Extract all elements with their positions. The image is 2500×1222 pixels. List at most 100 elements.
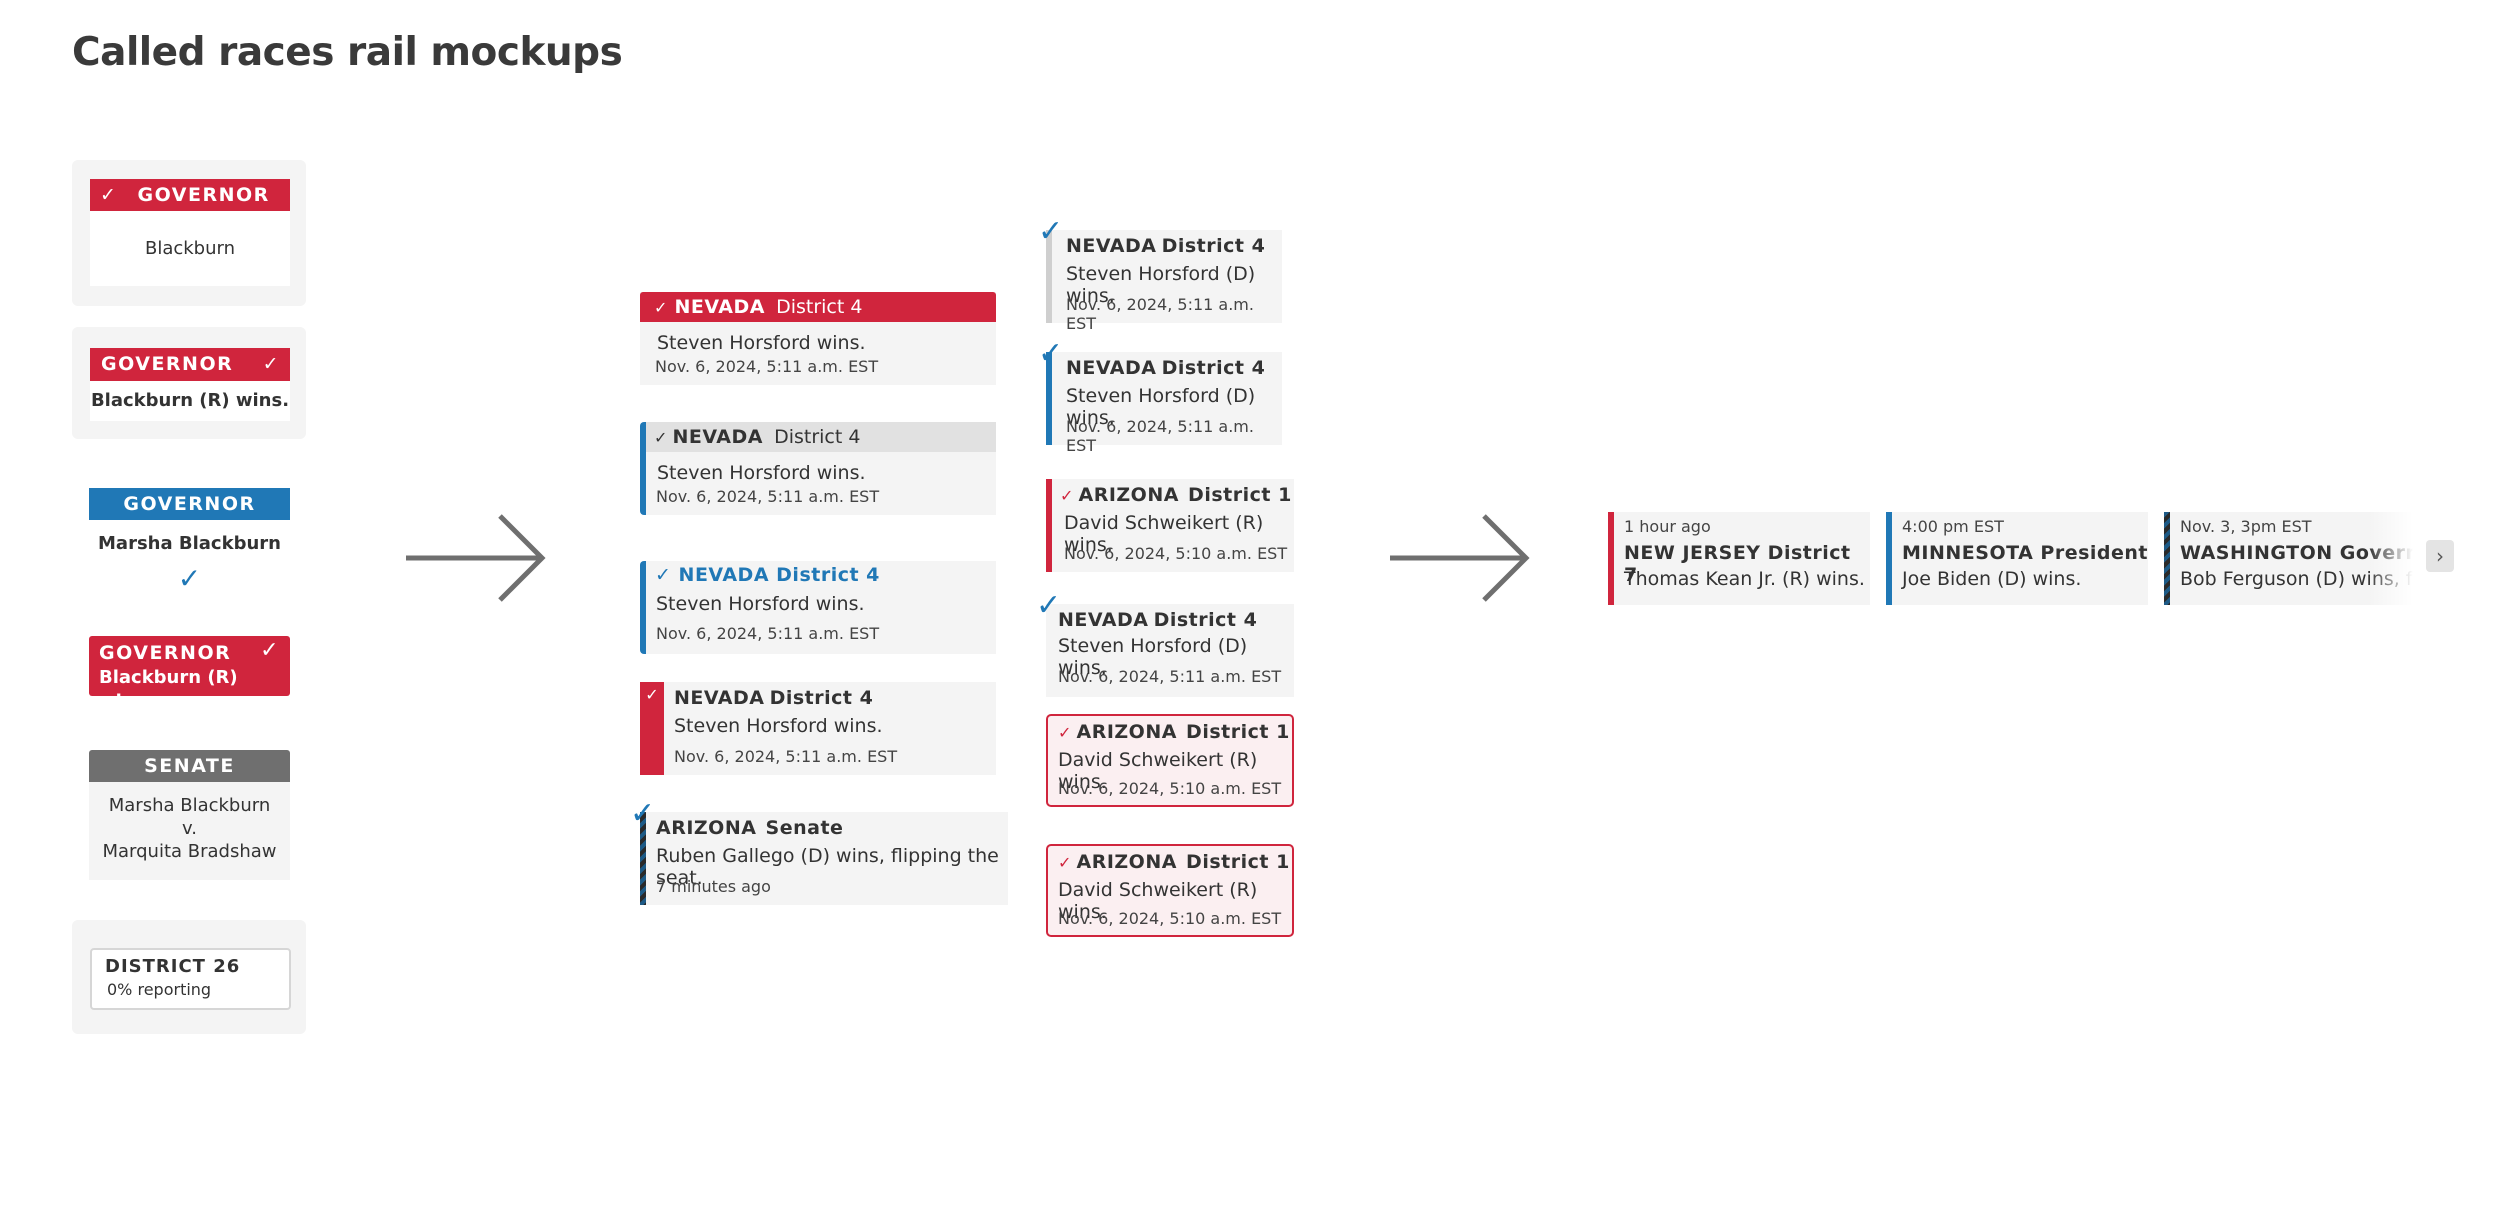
state-name: NEVADA <box>674 296 765 318</box>
candidate-1: Marsha Blackburn <box>108 795 271 816</box>
winner-text: Bob Ferguson (D) wins, flipping <box>2180 568 2413 590</box>
race-name: Senate <box>765 817 844 839</box>
checkmark-icon: ✓ <box>1058 723 1072 742</box>
race-title: NEW JERSEY District 7 <box>1624 542 1851 586</box>
checkmark-icon: ✓ <box>654 298 668 317</box>
winner-text: Steven Horsford (D) wins. <box>1066 263 1256 307</box>
state-name: NEVADA <box>672 426 763 448</box>
governor-card-1: ✓ GOVERNOR Blackburn <box>72 160 306 306</box>
state-name: ARIZONA <box>1078 484 1179 506</box>
state-name: NEVADA <box>1066 235 1157 257</box>
winner-text: Thomas Kean Jr. (R) wins. <box>1624 568 1865 590</box>
timestamp: 1 hour ago <box>1624 517 1711 536</box>
winner-text: Steven Horsford wins. <box>656 593 865 615</box>
reporting-text: 0% reporting <box>107 980 212 999</box>
race-card[interactable]: ✓ NEVADA District 4 Steven Horsford wins… <box>640 682 996 775</box>
race-name: District 4 <box>1161 235 1266 257</box>
checkmark-icon: ✓ <box>654 428 668 447</box>
winner-text: Joe Biden (D) wins. <box>1902 568 2082 590</box>
winner-text: Steven Horsford (D) wins. <box>1058 635 1248 679</box>
governor-card-2: GOVERNOR ✓ Blackburn (R) wins. <box>72 327 306 439</box>
winner-text: David Schweikert (R) wins. <box>1064 512 1264 556</box>
checkmark-icon: ✓ <box>1038 336 1064 371</box>
timestamp: Nov. 6, 2024, 5:11 a.m. EST <box>656 624 880 643</box>
state-name: NEVADA <box>674 687 765 709</box>
race-card[interactable]: ✓ ARIZONA District 1 David Schweikert (R… <box>1046 479 1294 572</box>
checkmark-icon: ✓ <box>1058 853 1072 872</box>
race-card[interactable]: ✓ ARIZONA District 1 David Schweikert (R… <box>1046 714 1294 807</box>
timestamp: 4:00 pm EST <box>1902 517 2004 536</box>
winner-text: Blackburn (R) wins. <box>99 667 238 712</box>
state-name: ARIZONA <box>656 817 757 839</box>
versus-text: v. <box>182 818 197 839</box>
race-name: District 4 <box>769 687 874 709</box>
party-stripe <box>2164 512 2170 605</box>
candidate-name: Blackburn <box>90 211 290 286</box>
checkmark-icon: ✓ <box>1060 486 1074 505</box>
race-card[interactable]: ✓ NEVADA District 4 Steven Horsford wins… <box>640 561 996 654</box>
timestamp: Nov. 6, 2024, 5:11 a.m. EST <box>1066 295 1254 333</box>
winner-text: Steven Horsford (D) wins. <box>1066 385 1256 429</box>
winner-text: David Schweikert (R) wins. <box>1058 879 1258 923</box>
checkmark-icon: ✓ <box>630 796 656 831</box>
race-card[interactable]: ✓ NEVADA District 4 Steven Horsford (D) … <box>1036 588 1294 697</box>
timestamp: Nov. 6, 2024, 5:11 a.m. EST <box>655 357 879 376</box>
party-stripe <box>640 812 646 905</box>
state-name: ARIZONA <box>1076 721 1177 743</box>
race-card[interactable]: ✓ ARIZONA Senate Ruben Gallego (D) wins,… <box>630 796 1008 905</box>
race-label: GOVERNOR <box>99 642 232 664</box>
race-card[interactable]: ✓ ARIZONA District 1 David Schweikert (R… <box>1046 844 1294 937</box>
timestamp: Nov. 6, 2024, 5:11 a.m. EST <box>656 487 880 506</box>
race-label: GOVERNOR <box>137 184 270 206</box>
district-card: DISTRICT 26 0% reporting <box>72 920 306 1034</box>
winner-text: Steven Horsford wins. <box>657 332 866 354</box>
timestamp: 7 minutes ago <box>656 877 771 896</box>
winner-text: Steven Horsford wins. <box>674 715 883 737</box>
arrow-right-icon <box>1388 512 1532 604</box>
rail-card[interactable]: 4:00 pm EST MINNESOTA President Joe Bide… <box>1886 512 2148 605</box>
timestamp: Nov. 6, 2024, 5:11 a.m. EST <box>674 747 898 766</box>
race-card[interactable]: ✓ NEVADA District 4 Steven Horsford (D) … <box>1038 336 1282 455</box>
timestamp: Nov. 6, 2024, 5:10 a.m. EST <box>1058 909 1282 928</box>
state-name: ARIZONA <box>1076 851 1177 873</box>
race-title: WASHINGTON Governor <box>2180 542 2413 564</box>
senate-matchup: Marsha Blackburn v. Marquita Bradshaw <box>89 782 290 880</box>
race-label: GOVERNOR <box>101 353 234 375</box>
governor-header: GOVERNOR <box>89 488 290 520</box>
race-card[interactable]: ✓ NEVADA District 4 Steven Horsford wins… <box>640 422 996 515</box>
timestamp: Nov. 6, 2024, 5:10 a.m. EST <box>1064 544 1288 563</box>
race-name: District 4 <box>774 426 861 448</box>
checkmark-icon: ✓ <box>262 353 280 375</box>
page-title: Called races rail mockups <box>72 30 623 75</box>
senate-header: SENATE <box>89 750 290 782</box>
race-card[interactable]: ✓ NEVADA District 4 Steven Horsford (D) … <box>1038 214 1282 333</box>
race-card[interactable]: ✓ NEVADA District 4 Steven Horsford wins… <box>640 292 996 385</box>
timestamp: Nov. 6, 2024, 5:11 a.m. EST <box>1058 667 1282 686</box>
race-name: District 4 <box>776 564 880 586</box>
candidate-2: Marquita Bradshaw <box>102 841 277 862</box>
arrow-right-icon <box>404 512 548 604</box>
winner-text: David Schweikert (R) wins. <box>1058 749 1258 793</box>
timestamp: Nov. 6, 2024, 5:10 a.m. EST <box>1058 779 1282 798</box>
race-name: District 4 <box>1161 357 1266 379</box>
checkmark-icon: ✓ <box>1038 214 1064 249</box>
timestamp: Nov. 6, 2024, 5:11 a.m. EST <box>1066 417 1254 455</box>
checkmark-icon: ✓ <box>640 682 664 775</box>
race-name: District 4 <box>776 296 863 318</box>
race-name: District 4 <box>1153 609 1258 631</box>
state-name: NEVADA <box>1066 357 1157 379</box>
district-label: DISTRICT 26 <box>105 956 241 977</box>
race-name: District 1 <box>1186 851 1290 873</box>
checkmark-icon: ✓ <box>260 638 280 663</box>
checkmark-icon: ✓ <box>100 184 118 206</box>
checkmark-icon: ✓ <box>1036 588 1062 623</box>
rail-card[interactable]: 1 hour ago NEW JERSEY District 7 Thomas … <box>1608 512 1870 605</box>
state-name: NEVADA <box>678 564 770 586</box>
state-name: NEVADA <box>1058 609 1149 631</box>
chevron-right-icon[interactable]: › <box>2426 540 2454 572</box>
race-name: District 1 <box>1188 484 1292 506</box>
called-races-rail[interactable]: 1 hour ago NEW JERSEY District 7 Thomas … <box>1608 512 2413 605</box>
checkmark-icon: ✓ <box>177 562 202 595</box>
candidate-name: Marsha Blackburn <box>98 533 281 554</box>
winner-text: Ruben Gallego (D) wins, flipping the sea… <box>656 845 999 889</box>
